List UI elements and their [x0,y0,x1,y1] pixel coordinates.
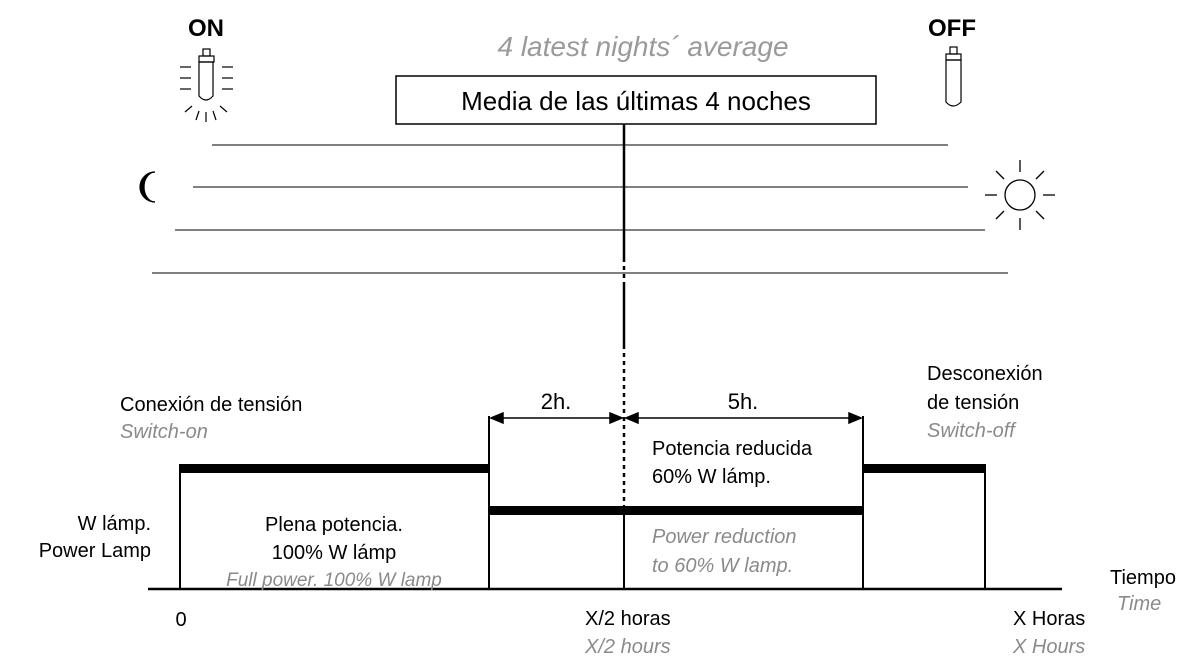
switch-on-label-en: Switch-on [120,421,208,443]
tick-end-es: X Horas [1013,608,1085,630]
full-power-label-1: Plena potencia. [265,514,403,536]
reduced-power-label-en-2: to 60% W lamp. [652,555,793,577]
switch-on-label: Conexión de tensión [120,394,302,416]
x-axis-label-en: Time [1117,593,1161,615]
on-label: ON [188,15,224,42]
off-label: OFF [928,15,976,42]
profile-edges [179,416,986,589]
reduced-power-label-en-1: Power reduction [652,526,797,548]
title-spanish: Media de las últimas 4 noches [461,86,811,116]
lit-bulb-icon [180,48,233,122]
tick-mid-en: X/2 hours [584,636,671,658]
night-period-lines [152,144,1008,274]
moon-icon [139,171,156,203]
full-power-label-2: 100% W lámp [272,542,397,564]
y-axis-label-es: W lámp. [78,513,151,535]
title-box [395,75,877,125]
switch-off-label-en: Switch-off [927,420,1017,442]
y-axis-label-en: Power Lamp [39,540,151,562]
duration-after-label: 5h. [728,389,759,414]
duration-arrows [489,411,863,425]
reduced-power-label-1: Potencia reducida [652,438,813,460]
power-profile [180,464,985,515]
title-english: 4 latest nights´ average [497,31,788,62]
switch-off-label-2: de tensión [927,392,1019,414]
duration-before-label: 2h. [541,389,572,414]
reduced-power-label-2: 60% W lámp. [652,466,771,488]
unlit-bulb-icon [945,46,962,107]
sun-icon [985,160,1055,230]
tick-zero: 0 [175,609,186,631]
x-axis-label-es: Tiempo [1110,567,1176,589]
full-power-label-en: Full power. 100% W lamp [226,570,442,591]
tick-mid-es: X/2 horas [585,608,671,630]
tick-end-en: X Hours [1012,636,1085,658]
switch-off-label-1: Desconexión [927,363,1043,385]
